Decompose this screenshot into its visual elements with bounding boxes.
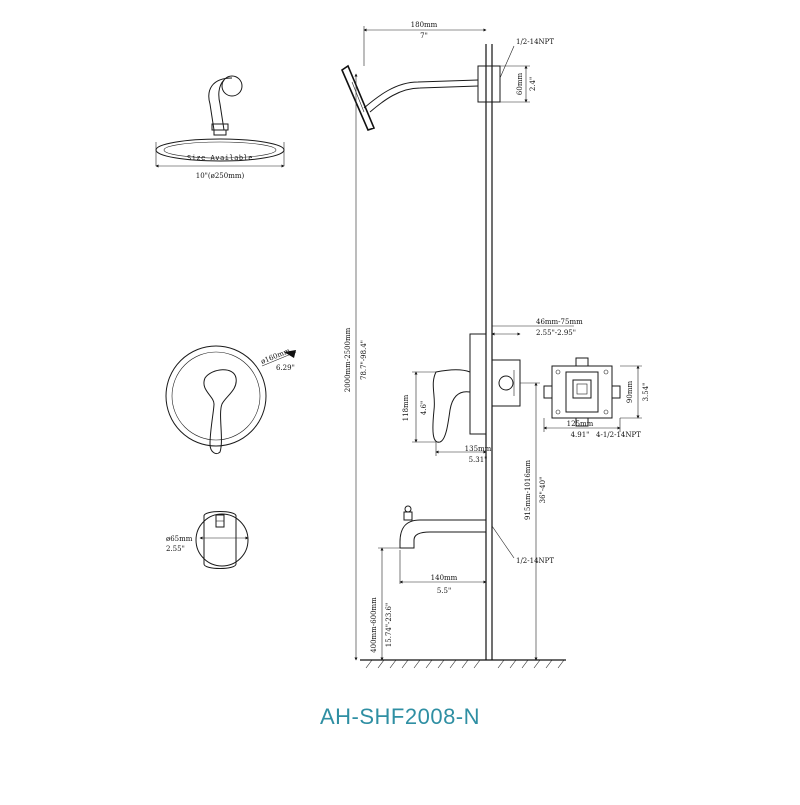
arm-drop-in: 2.4" [529, 77, 537, 91]
wall-depth-in: 2.55"-2.95" [536, 329, 576, 337]
valve-body-in-wall [491, 359, 521, 407]
lever-handle [203, 369, 237, 455]
spout-length-mm: 140mm [431, 574, 458, 582]
shower-arm [363, 79, 479, 109]
valve-trim-front-view: ø160mm 6.29" [165, 345, 297, 455]
valve-height-in: 36"-40" [539, 477, 547, 504]
valve-escutcheon-side [469, 333, 487, 435]
shower-head-side [341, 64, 376, 131]
body-height-mm: 90mm [626, 381, 634, 404]
knob-diameter-mm: ø65mm [166, 535, 193, 543]
arm-length-mm: 180mm [411, 21, 438, 29]
projection-in: 5.31" [469, 456, 488, 464]
model-number-title: AH-SHF2008-N [319, 704, 481, 729]
overall-height-in: 78.7"-98.4" [360, 340, 368, 380]
escutcheon-diameter-mm: ø160mm [260, 347, 292, 366]
shower-arm-front [208, 77, 233, 131]
head-diameter-label: 10"(ø250mm) [196, 172, 245, 180]
handle-height-in: 4.6" [420, 401, 428, 415]
body-width-in: 4.91" [571, 431, 590, 439]
side-elevation: 180mm 7" 1/2-14NPT 60mm 2.4" 2000mm-2500… [341, 21, 583, 669]
body-width-mm: 125mm [567, 420, 594, 428]
size-available-label: Size Available [187, 154, 253, 162]
overall-height-mm: 2000mm-2500mm [344, 327, 352, 392]
wall-depth-mm: 46mm-75mm [536, 318, 583, 326]
diverter-knob-detail: ø65mm 2.55" [166, 511, 249, 569]
body-thread-label: 4-1/2-14NPT [596, 431, 641, 439]
knob-outline [195, 513, 249, 567]
valve-handle-side [432, 369, 471, 443]
arm-drop-mm: 60mm [516, 73, 524, 96]
escutcheon-plate [165, 345, 267, 447]
tub-spout-side [399, 519, 487, 549]
floor-hatch [365, 659, 565, 669]
arm-thread-label: 1/2-14NPT [516, 38, 554, 46]
knob-diameter-in: 2.55" [166, 545, 185, 553]
projection-mm: 135mm [465, 445, 492, 453]
spout-length-in: 5.5" [437, 587, 451, 595]
spout-thread-label: 1/2-14NPT [516, 557, 554, 565]
diverter-knob-side [403, 511, 413, 521]
arm-length-in: 7" [420, 32, 428, 40]
handle-height-mm: 118mm [402, 394, 410, 421]
valve-body-box [551, 365, 613, 419]
spout-height-in: 15.74"-23.6" [385, 603, 393, 647]
spout-height-mm: 400mm-600mm [370, 597, 378, 653]
flange-front [221, 75, 243, 97]
shower-head-front-view: Size Available 10"(ø250mm) [155, 75, 285, 180]
valve-height-mm: 915mm-1016mm [524, 460, 532, 520]
arm-flange [477, 65, 501, 103]
escutcheon-diameter-in: 6.29" [276, 364, 295, 372]
valve-body-front-view: 90mm 3.54" 125mm 4.91" 4-1/2-14NPT [543, 357, 650, 439]
body-height-in: 3.54" [642, 383, 650, 402]
